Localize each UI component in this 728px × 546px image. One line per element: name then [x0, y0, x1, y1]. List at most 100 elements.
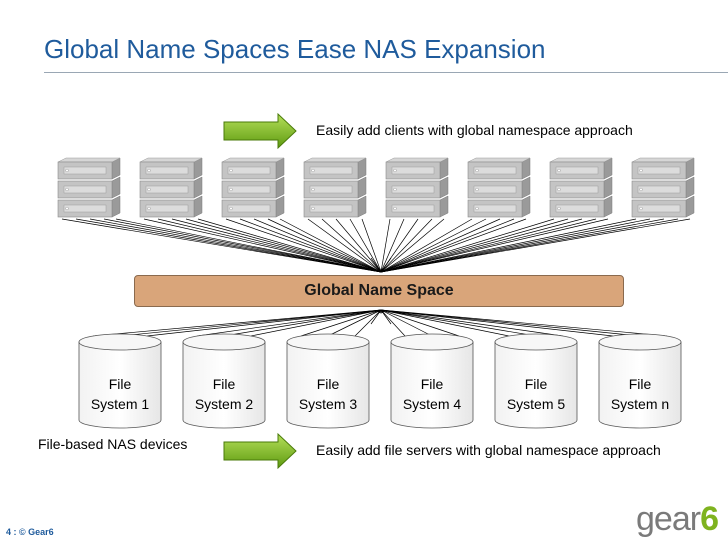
connection-line — [380, 218, 569, 273]
footer-copyright: 4 : © Gear6 — [6, 527, 54, 537]
file-system-label-line1: File — [212, 376, 236, 392]
file-system-label-line1: File — [108, 376, 132, 392]
connection-line — [380, 218, 637, 273]
connection-line — [354, 309, 382, 337]
file-system-label-line2: System 3 — [298, 396, 358, 412]
servers-caption: Easily add file servers with global name… — [316, 442, 661, 458]
connection-line — [380, 218, 597, 273]
connection-line — [279, 218, 382, 273]
logo-accent: 6 — [700, 500, 719, 538]
connection-line — [380, 218, 609, 273]
connection-line — [380, 218, 691, 273]
file-system-cylinder — [182, 333, 266, 429]
title-divider — [44, 72, 728, 73]
file-system-connection-lines — [92, 309, 668, 337]
connection-line — [380, 218, 583, 273]
servers-arrow-icon — [223, 432, 297, 470]
connection-line — [380, 309, 668, 337]
connection-arrow — [370, 257, 382, 273]
connection-line — [380, 218, 405, 273]
connection-line — [349, 218, 382, 273]
connection-line — [146, 309, 382, 337]
page-title: Global Name Spaces Ease NAS Expansion — [44, 34, 546, 64]
connection-line — [197, 218, 382, 273]
connection-line — [380, 218, 473, 273]
connection-line — [361, 218, 382, 273]
connection-line — [380, 218, 501, 273]
connection-line — [321, 218, 382, 273]
connection-line — [119, 309, 382, 337]
gear6-logo: gear6 — [636, 500, 719, 539]
global-name-space-bar: Global Name Space — [134, 275, 624, 307]
connection-line — [380, 218, 445, 273]
connection-line — [380, 218, 651, 273]
clients-caption: Easily add clients with global namespace… — [316, 122, 633, 138]
connection-line — [225, 218, 382, 273]
file-system-label-line2: System n — [610, 396, 670, 412]
connection-line — [380, 309, 510, 337]
file-system-cylinder — [494, 333, 578, 429]
connection-arrow — [380, 257, 392, 273]
connection-line — [380, 218, 391, 273]
connection-line — [157, 218, 382, 273]
connection-line — [267, 218, 382, 273]
file-system-label-line1: File — [420, 376, 444, 392]
connection-line — [380, 309, 564, 337]
connection-line — [239, 218, 382, 273]
client-server-icon — [57, 157, 121, 218]
connection-line — [143, 218, 382, 273]
file-system-label-line1: File — [628, 376, 652, 392]
global-name-space-label: Global Name Space — [304, 282, 454, 299]
file-system-label-line2: System 1 — [90, 396, 150, 412]
file-system-label-line1: File — [316, 376, 340, 392]
file-system-cylinders — [78, 333, 682, 429]
client-server-icon — [139, 157, 203, 218]
connection-line — [185, 218, 382, 273]
clients-arrow-icon — [223, 112, 297, 150]
connection-line — [380, 309, 614, 337]
logo-text: gear — [636, 500, 701, 538]
connection-line — [327, 309, 382, 337]
connection-line — [115, 218, 382, 273]
file-system-cylinder — [286, 333, 370, 429]
connection-line — [380, 218, 555, 273]
connection-line — [89, 218, 382, 273]
connection-line — [250, 309, 382, 337]
client-server-icon — [631, 157, 695, 218]
connection-line — [380, 218, 487, 273]
connection-line — [380, 309, 406, 337]
connection-arrow — [370, 309, 382, 325]
file-system-label-line2: System 2 — [194, 396, 254, 412]
connection-line — [253, 218, 382, 273]
connection-line — [103, 218, 382, 273]
connection-line — [380, 309, 460, 337]
connection-line — [61, 218, 382, 273]
client-servers — [57, 157, 695, 218]
connection-line — [380, 218, 527, 273]
connection-line — [380, 218, 433, 273]
connection-line — [380, 309, 641, 337]
connection-line — [380, 218, 665, 273]
connection-line — [223, 309, 382, 337]
connection-arrow — [380, 309, 392, 325]
connection-line — [380, 218, 515, 273]
client-server-icon — [467, 157, 531, 218]
connection-line — [335, 218, 382, 273]
nas-devices-label: File-based NAS devices — [38, 436, 188, 452]
file-system-label-line2: System 5 — [506, 396, 566, 412]
file-system-label-line1: File — [524, 376, 548, 392]
file-system-cylinder — [598, 333, 682, 429]
client-connection-lines — [61, 218, 691, 273]
client-server-icon — [549, 157, 613, 218]
client-server-icon — [303, 157, 367, 218]
connection-line — [300, 309, 382, 337]
connection-line — [92, 309, 382, 337]
connection-line — [171, 218, 382, 273]
connection-line — [380, 309, 433, 337]
